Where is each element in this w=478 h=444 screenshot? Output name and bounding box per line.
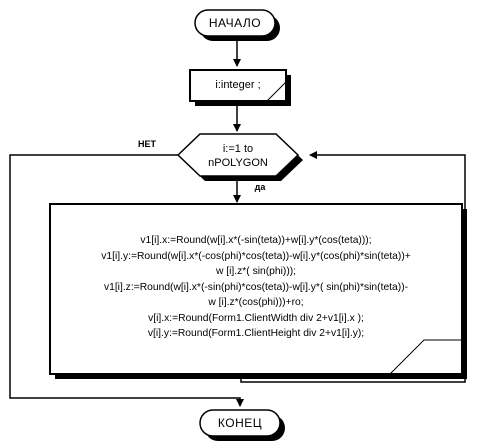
process-corner xyxy=(389,339,462,375)
process-block xyxy=(49,203,463,375)
connector-loop-back xyxy=(240,151,466,383)
start-label: НАЧАЛО xyxy=(208,16,262,30)
loop-hexagon xyxy=(176,133,300,177)
declaration-text: i:integer ; xyxy=(215,79,261,91)
declaration-corner xyxy=(266,81,287,102)
process-line: v1[i].y:=Round(w[i].x*(-cos(phi)*cos(tet… xyxy=(101,250,411,262)
loop-line-1: i:=1 to xyxy=(222,143,254,155)
loop-text: i:=1 to nPOLYGON xyxy=(180,142,296,170)
declaration-block xyxy=(189,69,287,102)
start-terminator xyxy=(194,9,276,37)
process-line: v1[i].x:=Round(w[i].x*(-sin(teta))+w[i].… xyxy=(140,235,372,246)
process-text: v1[i].x:=Round(w[i].x*(-sin(teta))+w[i].… xyxy=(55,233,457,342)
edge-label-yes: да xyxy=(254,182,266,192)
connector-loop-exit xyxy=(9,154,244,407)
end-label: КОНЕЦ xyxy=(217,416,263,430)
process-line: w [i].z*(cos(phi)))+ro; xyxy=(208,297,304,308)
end-terminator xyxy=(199,409,281,437)
process-line: v1[i].z:=Round(w[i].x*(-sin(phi)*cos(tet… xyxy=(103,281,409,293)
process-line: w [i].z*( sin(phi))); xyxy=(215,266,297,277)
process-line: v[i].x:=Round(Form1.ClientWidth div 2+v1… xyxy=(148,312,364,324)
loop-line-2: nPOLYGON xyxy=(208,157,268,169)
process-line: v[i].y:=Round(Form1.ClientHeight div 2+v… xyxy=(147,328,365,339)
edge-label-no: НЕТ xyxy=(138,139,156,149)
